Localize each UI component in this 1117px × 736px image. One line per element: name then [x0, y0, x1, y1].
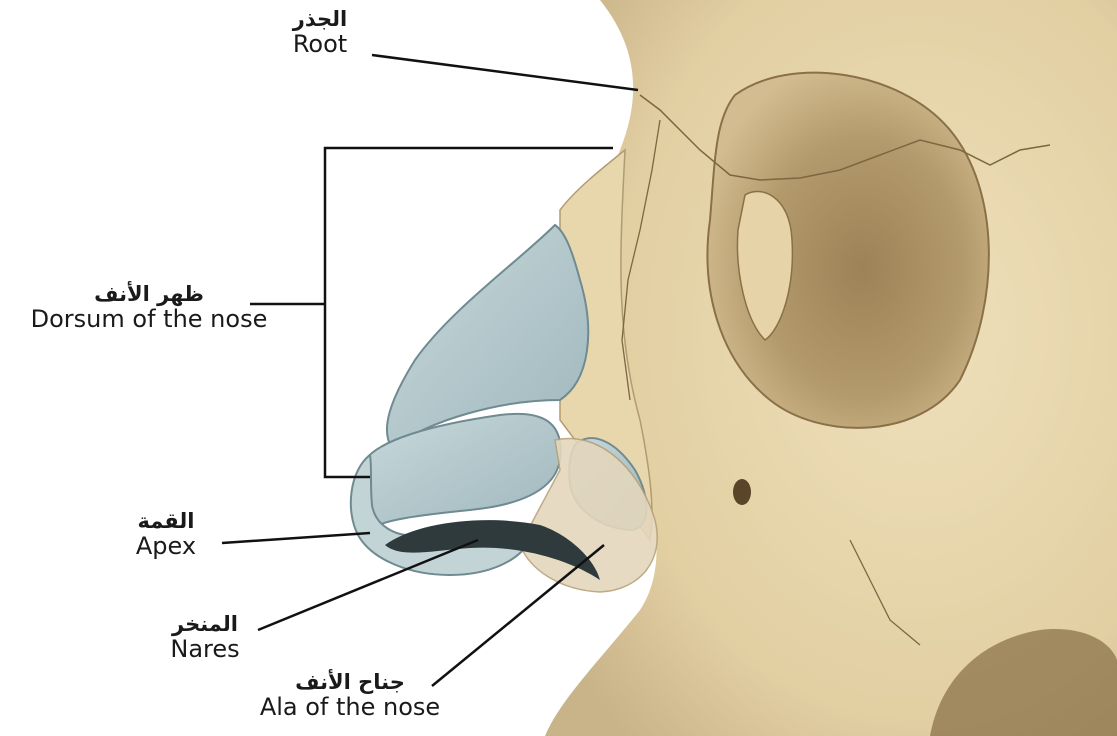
- label-apex-english: Apex: [118, 533, 214, 559]
- label-apex-arabic: القمة: [118, 510, 214, 533]
- label-root: الجذر Root: [270, 8, 370, 57]
- label-dorsum: ظهر الأنف Dorsum of the nose: [6, 283, 292, 332]
- label-nares-arabic: المنخر: [150, 613, 260, 636]
- label-ala-english: Ala of the nose: [225, 694, 475, 720]
- label-dorsum-arabic: ظهر الأنف: [6, 283, 292, 306]
- label-ala-arabic: جناح الأنف: [225, 671, 475, 694]
- label-ala: جناح الأنف Ala of the nose: [225, 671, 475, 720]
- label-root-english: Root: [270, 31, 370, 57]
- label-nares: المنخر Nares: [150, 613, 260, 662]
- label-apex: القمة Apex: [118, 510, 214, 559]
- label-dorsum-english: Dorsum of the nose: [6, 306, 292, 332]
- upper-lateral-cartilage: [387, 225, 588, 448]
- leader-nares: [258, 540, 478, 630]
- label-root-arabic: الجذر: [270, 8, 370, 31]
- leader-apex: [222, 533, 370, 543]
- infraorbital-foramen: [733, 479, 751, 505]
- leader-root: [372, 55, 638, 90]
- label-nares-english: Nares: [150, 636, 260, 662]
